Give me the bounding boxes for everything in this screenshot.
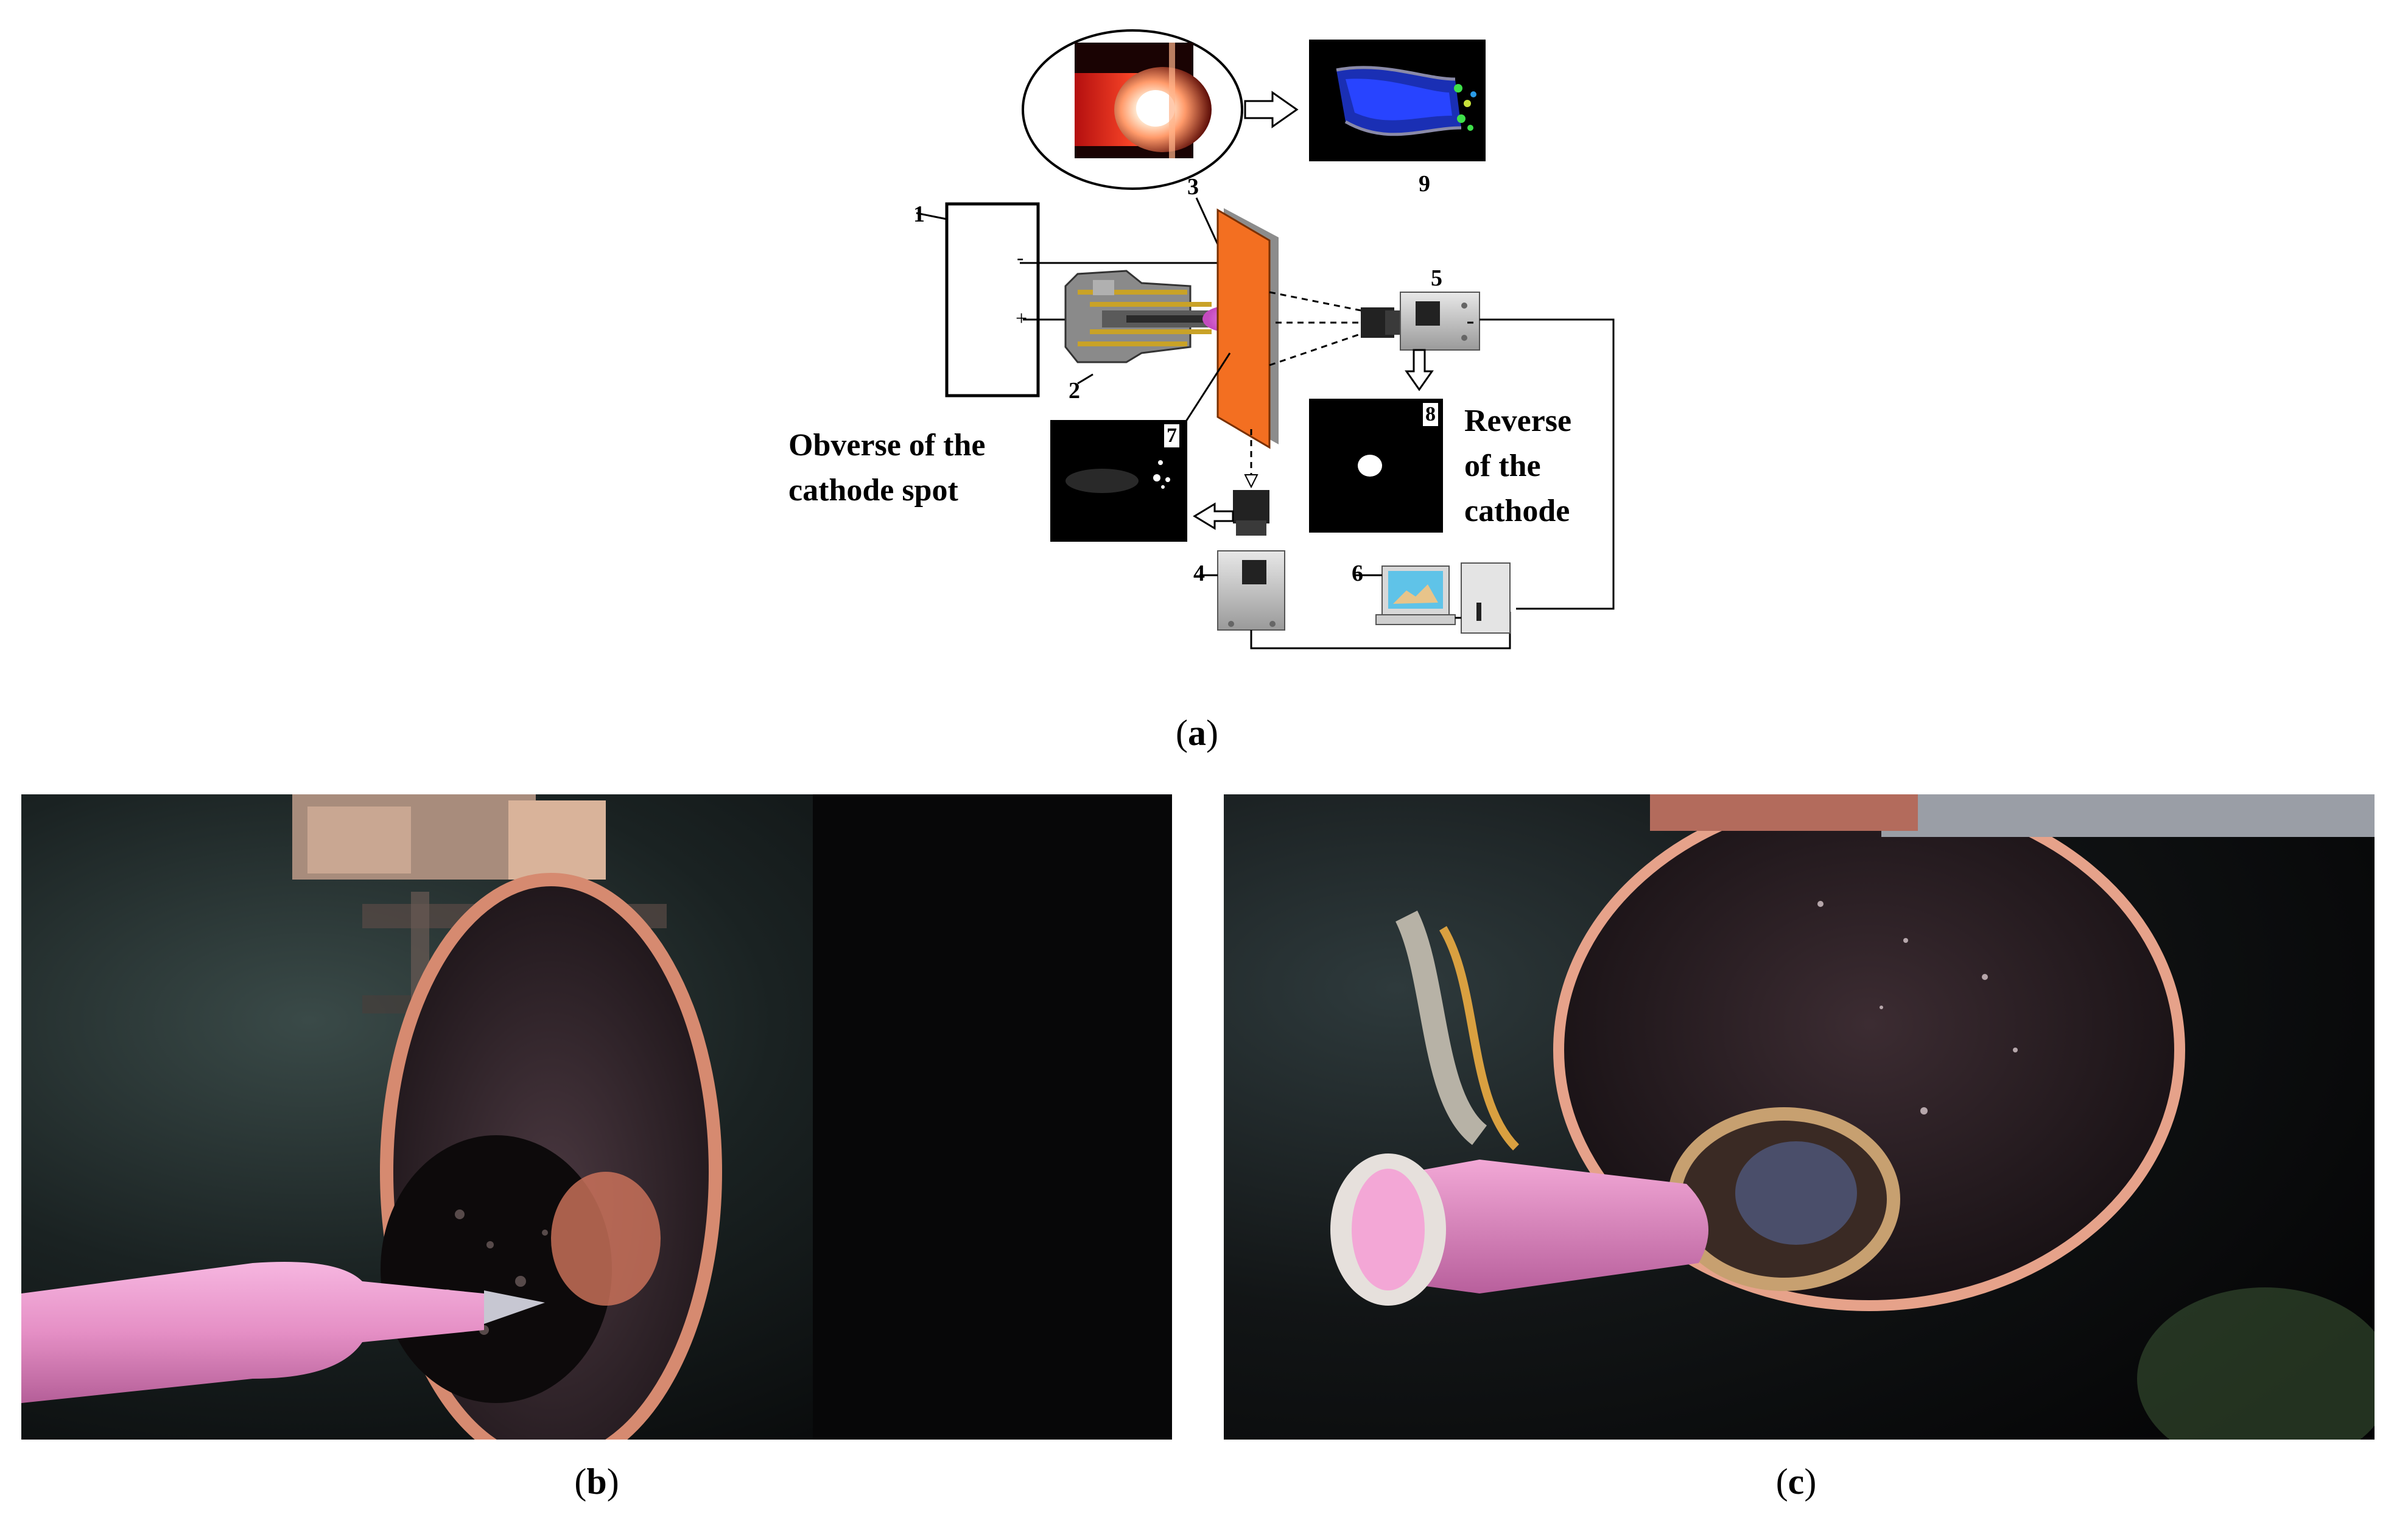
schematic-drawing (916, 29, 1615, 649)
caption-b-open: ( (574, 1461, 587, 1502)
label-9: 9 (1419, 171, 1430, 197)
camera-5 (1361, 292, 1480, 351)
caption-c-letter: c (1788, 1461, 1805, 1502)
photo-c (1224, 794, 2375, 1440)
photo-c-image (1224, 794, 2375, 1440)
obverse-label-line-1: Obverse of the (788, 428, 986, 463)
experimental-setup-schematic: 1 2 3 4 5 6 7 8 9 - + Obverse of the cat… (761, 24, 1644, 682)
magnified-arc-image (1075, 43, 1212, 158)
obverse-label: Obverse of the cathode spot (788, 423, 985, 513)
caption-a: (a) (1136, 712, 1258, 754)
label-2: 2 (1069, 378, 1080, 404)
caption-b-close: ) (606, 1461, 619, 1502)
caption-a-open: ( (1176, 713, 1188, 753)
photo-b-image (21, 794, 1172, 1440)
caption-a-letter: a (1188, 713, 1206, 753)
caption-c-close: ) (1804, 1461, 1817, 1502)
caption-c: (c) (1735, 1461, 1857, 1503)
label-7: 7 (1163, 423, 1181, 449)
simulation-image-9 (1309, 40, 1486, 161)
label-6: 6 (1352, 561, 1363, 586)
label-1: 1 (913, 201, 925, 227)
reverse-cathode-image-8 (1309, 399, 1443, 533)
power-supply-box (945, 202, 1040, 397)
plus-terminal-sign: + (1016, 307, 1028, 330)
label-3: 3 (1187, 174, 1199, 200)
minus-terminal-sign: - (1017, 247, 1024, 269)
label-5: 5 (1431, 265, 1442, 291)
reverse-label-line-3: cathode (1464, 494, 1570, 528)
caption-b-letter: b (586, 1461, 607, 1502)
reverse-label: Reverse of the cathode (1464, 399, 1571, 534)
caption-c-open: ( (1775, 1461, 1788, 1502)
label-4: 4 (1193, 561, 1205, 586)
photo-b (21, 794, 1172, 1440)
label-8: 8 (1422, 402, 1439, 427)
camera-4 (1217, 490, 1285, 631)
cathode-plate (1216, 208, 1279, 449)
reverse-label-line-1: Reverse (1464, 404, 1572, 438)
caption-a-close: ) (1206, 713, 1218, 753)
reverse-label-line-2: of the (1464, 449, 1541, 483)
caption-b: (b) (536, 1461, 658, 1503)
computer-6 (1375, 562, 1511, 634)
hollow-arrow-to-9 (1244, 91, 1299, 128)
obverse-label-line-2: cathode spot (788, 473, 958, 508)
